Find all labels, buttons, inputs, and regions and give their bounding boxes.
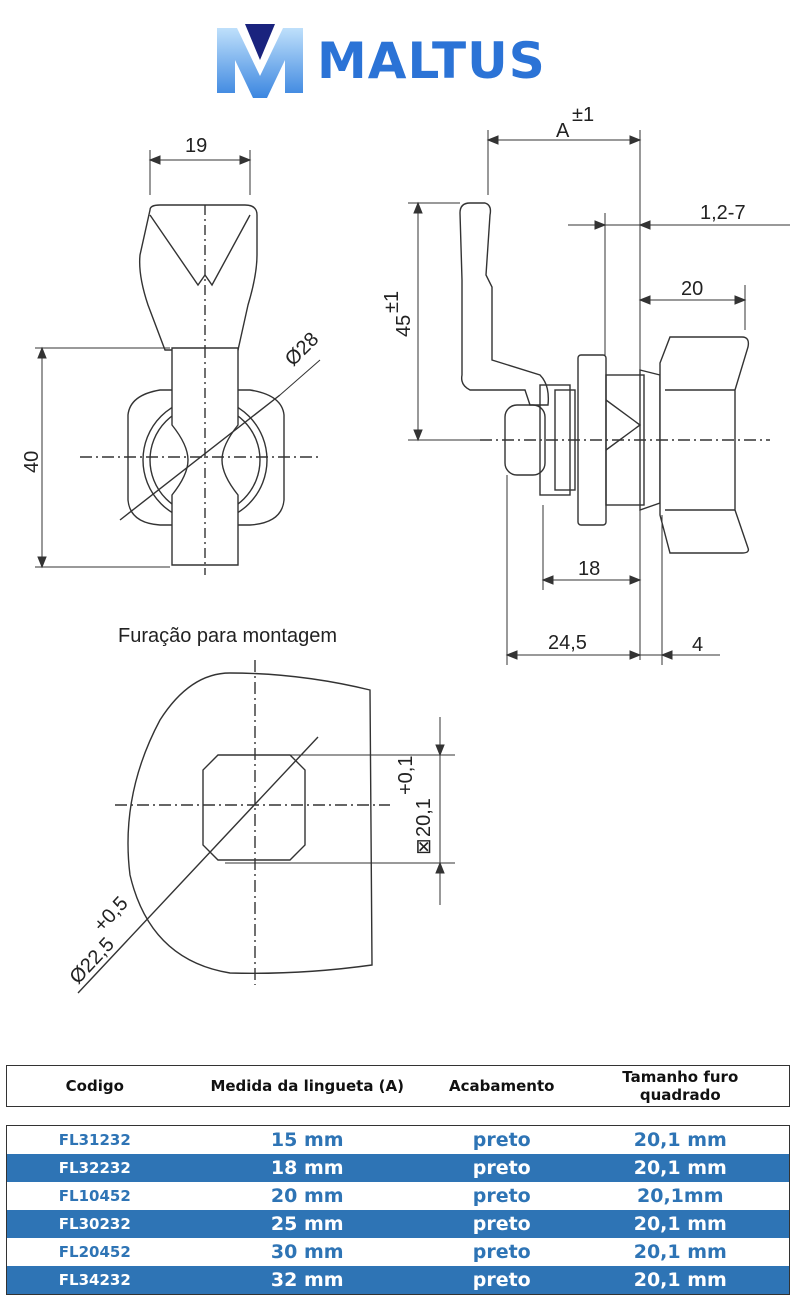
cell-medida: 20 mm bbox=[270, 1185, 344, 1207]
dim-1-2-7: 1,2-7 bbox=[700, 202, 746, 224]
cell-acabamento: preto bbox=[472, 1241, 531, 1263]
table-row: FL10452 20 mm preto 20,1mm bbox=[7, 1182, 789, 1210]
table-row: FL34232 32 mm preto 20,1 mm bbox=[7, 1266, 789, 1294]
header-furo-line2: quadrado bbox=[639, 1086, 721, 1104]
dim-square-20-1: 20,1 bbox=[413, 798, 435, 837]
cell-acabamento: preto bbox=[472, 1129, 531, 1151]
header-acabamento: Acabamento bbox=[449, 1077, 555, 1095]
dim-45: 45 bbox=[393, 315, 415, 337]
dim-dia-28: Ø28 bbox=[281, 328, 323, 370]
square-symbol: ⊠ bbox=[413, 838, 435, 855]
cell-furo: 20,1 mm bbox=[633, 1213, 727, 1235]
header-codigo: Codigo bbox=[65, 1077, 124, 1095]
header-medida: Medida da lingueta (A) bbox=[210, 1077, 404, 1095]
cell-codigo: FL34232 bbox=[58, 1271, 131, 1289]
cell-medida: 18 mm bbox=[270, 1157, 344, 1179]
table-row: FL20452 30 mm preto 20,1 mm bbox=[7, 1238, 789, 1266]
dim-24-5: 24,5 bbox=[548, 632, 587, 654]
spec-table: Codigo Medida da lingueta (A) Acabamento… bbox=[6, 1065, 790, 1295]
dim-square-tol: +0,1 bbox=[395, 756, 417, 795]
dim-A: A bbox=[556, 120, 570, 142]
cell-medida: 15 mm bbox=[270, 1129, 344, 1151]
technical-drawing: 19 40 Ø28 A ±1 45 ±1 1,2-7 20 18 24,5 4 … bbox=[21, 105, 790, 994]
cell-codigo: FL31232 bbox=[58, 1131, 131, 1149]
cell-codigo: FL20452 bbox=[58, 1243, 131, 1261]
brand-name: MALTUS bbox=[317, 32, 546, 90]
table-row: FL32232 18 mm preto 20,1 mm bbox=[7, 1154, 789, 1182]
dim-19: 19 bbox=[185, 135, 207, 157]
cell-acabamento: preto bbox=[472, 1185, 531, 1207]
front-view bbox=[80, 204, 320, 575]
dim-20-knob: 20 bbox=[681, 278, 703, 300]
cell-medida: 32 mm bbox=[270, 1269, 344, 1291]
cell-medida: 30 mm bbox=[270, 1241, 344, 1263]
cell-acabamento: preto bbox=[472, 1213, 531, 1235]
cell-acabamento: preto bbox=[472, 1269, 531, 1291]
cell-furo: 20,1 mm bbox=[633, 1129, 727, 1151]
table-body: FL31232 15 mm preto 20,1 mm FL32232 18 m… bbox=[6, 1125, 790, 1295]
table-row: FL31232 15 mm preto 20,1 mm bbox=[7, 1126, 789, 1154]
dim-45-tol: ±1 bbox=[381, 291, 403, 313]
dim-18: 18 bbox=[578, 558, 600, 580]
header-furo-line1: Tamanho furo bbox=[622, 1068, 739, 1086]
table-header: Codigo Medida da lingueta (A) Acabamento… bbox=[6, 1065, 790, 1107]
side-view bbox=[459, 202, 770, 554]
mounting-hole-view bbox=[77, 660, 390, 994]
cell-medida: 25 mm bbox=[270, 1213, 344, 1235]
brand-logo: MALTUS bbox=[215, 18, 575, 103]
dim-4: 4 bbox=[692, 634, 703, 656]
mounting-caption: Furação para montagem bbox=[118, 625, 337, 647]
maltus-logo-icon bbox=[217, 24, 303, 98]
cell-furo: 20,1 mm bbox=[633, 1269, 727, 1291]
cell-acabamento: preto bbox=[472, 1157, 531, 1179]
cell-codigo: FL30232 bbox=[58, 1215, 131, 1233]
cell-codigo: FL32232 bbox=[58, 1159, 131, 1177]
cell-furo: 20,1 mm bbox=[633, 1241, 727, 1263]
dim-dia-22-5: Ø22,5 bbox=[66, 934, 119, 989]
dim-dia-22-5-tol: +0,5 bbox=[90, 893, 133, 937]
cell-codigo: FL10452 bbox=[58, 1187, 131, 1205]
cell-furo: 20,1 mm bbox=[633, 1157, 727, 1179]
header-furo: Tamanho furo quadrado bbox=[572, 1068, 789, 1104]
table-row: FL30232 25 mm preto 20,1 mm bbox=[7, 1210, 789, 1238]
dim-A-tol: ±1 bbox=[572, 105, 594, 126]
dim-40: 40 bbox=[21, 451, 43, 473]
cell-furo: 20,1mm bbox=[637, 1185, 724, 1207]
